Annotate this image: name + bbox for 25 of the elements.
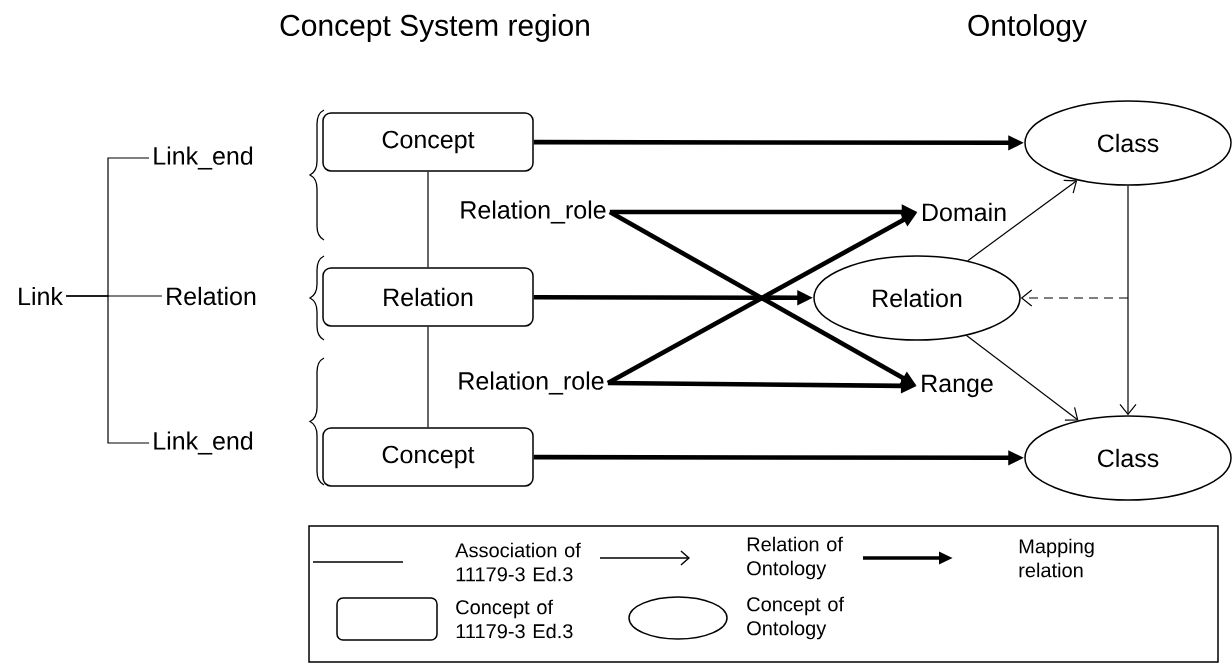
role-label: Range [922, 374, 993, 398]
role-label: Domain [923, 202, 1006, 222]
term-label: Link_end [154, 146, 253, 170]
arrow [967, 179, 1078, 262]
heading: Concept System region [280, 14, 589, 42]
arrow [965, 334, 1079, 421]
concept-box: Concept [322, 112, 534, 172]
term-label: Relation [167, 286, 256, 306]
connector-line [427, 326, 429, 428]
arrow [1119, 185, 1137, 416]
connector-line [427, 171, 429, 268]
arrow [1020, 289, 1129, 307]
legend-text: Association of 11179-3 Ed.3 [455, 542, 581, 582]
legend-text: Concept of Ontology [747, 596, 845, 640]
term-label: Link_end [154, 431, 253, 455]
role-label: Relation_role [461, 200, 606, 224]
legend-text: Relation of Ontology [747, 536, 843, 580]
legend-text: Mapping relation [1019, 538, 1094, 578]
concept-box: Relation [322, 267, 534, 327]
bracket-line [65, 295, 150, 444]
heading: Ontology [968, 14, 1087, 42]
term-label: Link [19, 286, 63, 306]
legend-text: Concept of 11179-3 Ed.3 [456, 599, 573, 639]
concept-box: Concept [322, 427, 534, 487]
role-label: Relation_role [459, 371, 604, 395]
